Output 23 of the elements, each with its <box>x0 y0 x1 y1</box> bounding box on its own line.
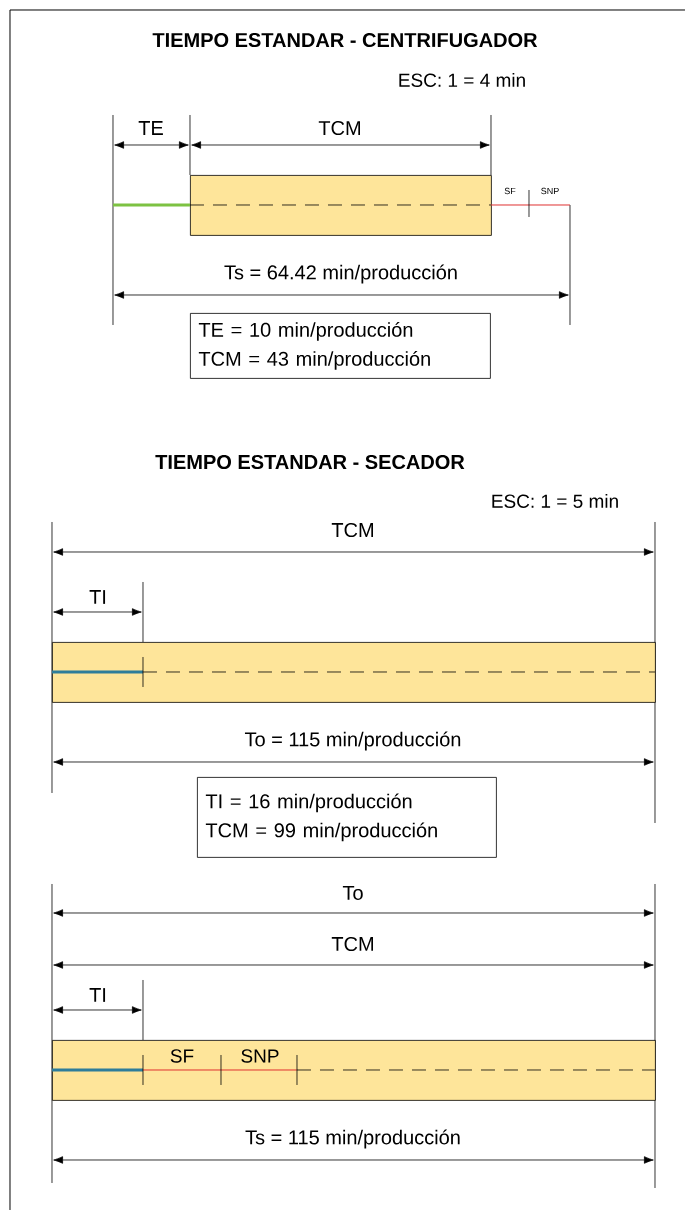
segment-label: SF <box>504 187 516 195</box>
dimension-label: TI <box>89 590 106 604</box>
dimension-label: TCM <box>331 522 373 538</box>
dimension-label: Ts = 115 min/producción <box>245 1129 460 1149</box>
text-box: TI = 16 min/producción TCM = 99 min/producción <box>197 777 497 858</box>
dimension-label: To = 115 min/producción <box>244 731 461 751</box>
text-box: TE = 10 min/producción TCM = 43 min/producción <box>190 313 491 379</box>
dimension-label: TE <box>138 121 163 135</box>
time-bar <box>52 1040 656 1101</box>
time-bar <box>52 642 656 703</box>
scale-note: ESC: 1 = 4 min <box>399 73 525 87</box>
time-bar <box>190 175 492 236</box>
heading: TIEMPO ESTANDAR - CENTRIFUGADOR <box>152 32 538 48</box>
dimension-label: TCM <box>331 936 373 952</box>
scale-note: ESC: 1 = 5 min <box>492 494 618 508</box>
heading: TIEMPO ESTANDAR - SECADOR <box>155 454 465 470</box>
segment-label: SF <box>170 1049 194 1063</box>
dimension-label: TCM <box>318 120 360 136</box>
dimension-label: Ts = 64.42 min/producción <box>224 264 457 284</box>
dimension-label: To <box>342 886 363 900</box>
segment-label: SNP <box>241 1049 279 1063</box>
segment-label: SNP <box>541 187 559 195</box>
dimension-label: TI <box>89 988 106 1002</box>
